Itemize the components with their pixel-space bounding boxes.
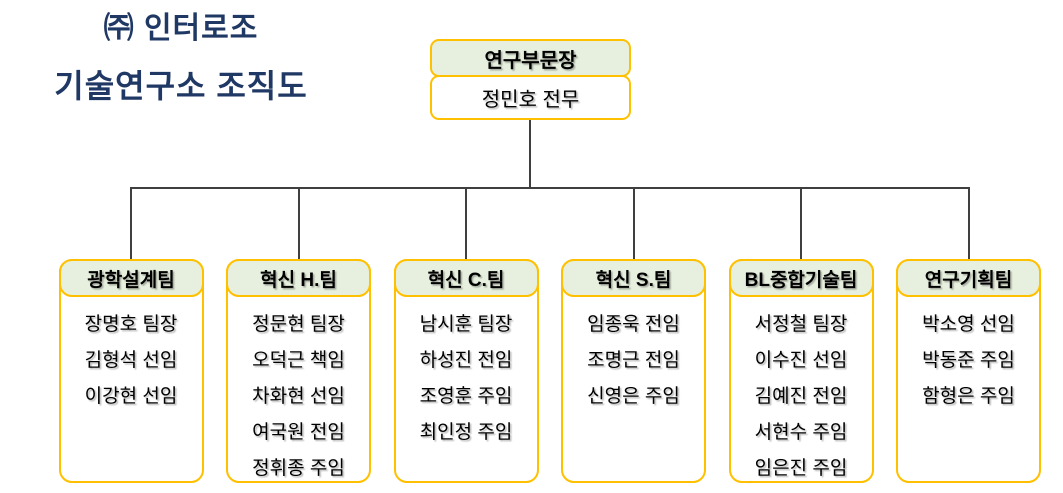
root-node-title: 연구부문장 — [430, 39, 631, 77]
connector-drop-3 — [465, 187, 467, 259]
team-member: 김형석 선임 — [84, 350, 178, 371]
team-member: 박소영 선임 — [922, 314, 1015, 335]
team-member: 함형은 주임 — [922, 386, 1015, 407]
team-member: 김예진 전임 — [754, 386, 848, 407]
team-member: 남시훈 팀장 — [419, 314, 513, 335]
team-member: 신영은 주임 — [587, 386, 680, 407]
team-member: 임은진 주임 — [754, 458, 848, 479]
connector-drop-5 — [800, 187, 802, 259]
team-name: 혁신 S.팀 — [561, 259, 706, 297]
team-name: BL중합기술팀 — [728, 259, 874, 297]
team-name: 혁신 H.팀 — [226, 259, 371, 297]
team-member: 이수진 선임 — [754, 350, 848, 371]
root-node-person: 정민호 전무 — [430, 75, 631, 120]
team-name: 연구기획팀 — [896, 259, 1041, 297]
team-member: 정문현 팀장 — [252, 314, 345, 335]
team-name: 혁신 C.팀 — [393, 259, 539, 297]
root-node: 연구부문장 정민호 전무 — [430, 39, 631, 120]
team-member: 서현수 주임 — [754, 422, 848, 443]
connector-drop-2 — [297, 187, 300, 259]
team-member: 이강현 선임 — [84, 386, 178, 407]
chart-title: 기술연구소 조직도 — [54, 68, 308, 104]
team-member: 정휘종 주임 — [252, 458, 345, 479]
connector-drop-6 — [967, 187, 970, 259]
team-member: 조영훈 주임 — [419, 386, 513, 407]
team-member: 장명호 팀장 — [84, 314, 178, 335]
connector-drop-4 — [632, 187, 635, 259]
company-name: ㈜ 인터로조 — [103, 12, 259, 45]
team-member: 여국원 전임 — [252, 422, 345, 443]
page-title: ㈜ 인터로조 기술연구소 조직도 — [36, 8, 326, 106]
team-member: 임종욱 전임 — [587, 314, 680, 335]
team-member: 최인정 주임 — [419, 422, 513, 443]
team-member: 하성진 전임 — [419, 350, 513, 371]
team-member: 박동준 주임 — [922, 350, 1015, 371]
team-member: 차화현 선임 — [252, 386, 345, 407]
team-member: 오덕근 책임 — [252, 350, 345, 371]
team-member: 서정철 팀장 — [754, 314, 848, 335]
connector-root-stub — [529, 120, 531, 188]
team-name: 광학설계팀 — [58, 259, 204, 297]
connector-drop-1 — [130, 187, 132, 259]
team-member: 조명근 전임 — [587, 350, 680, 371]
connector-horizontal — [130, 187, 970, 189]
